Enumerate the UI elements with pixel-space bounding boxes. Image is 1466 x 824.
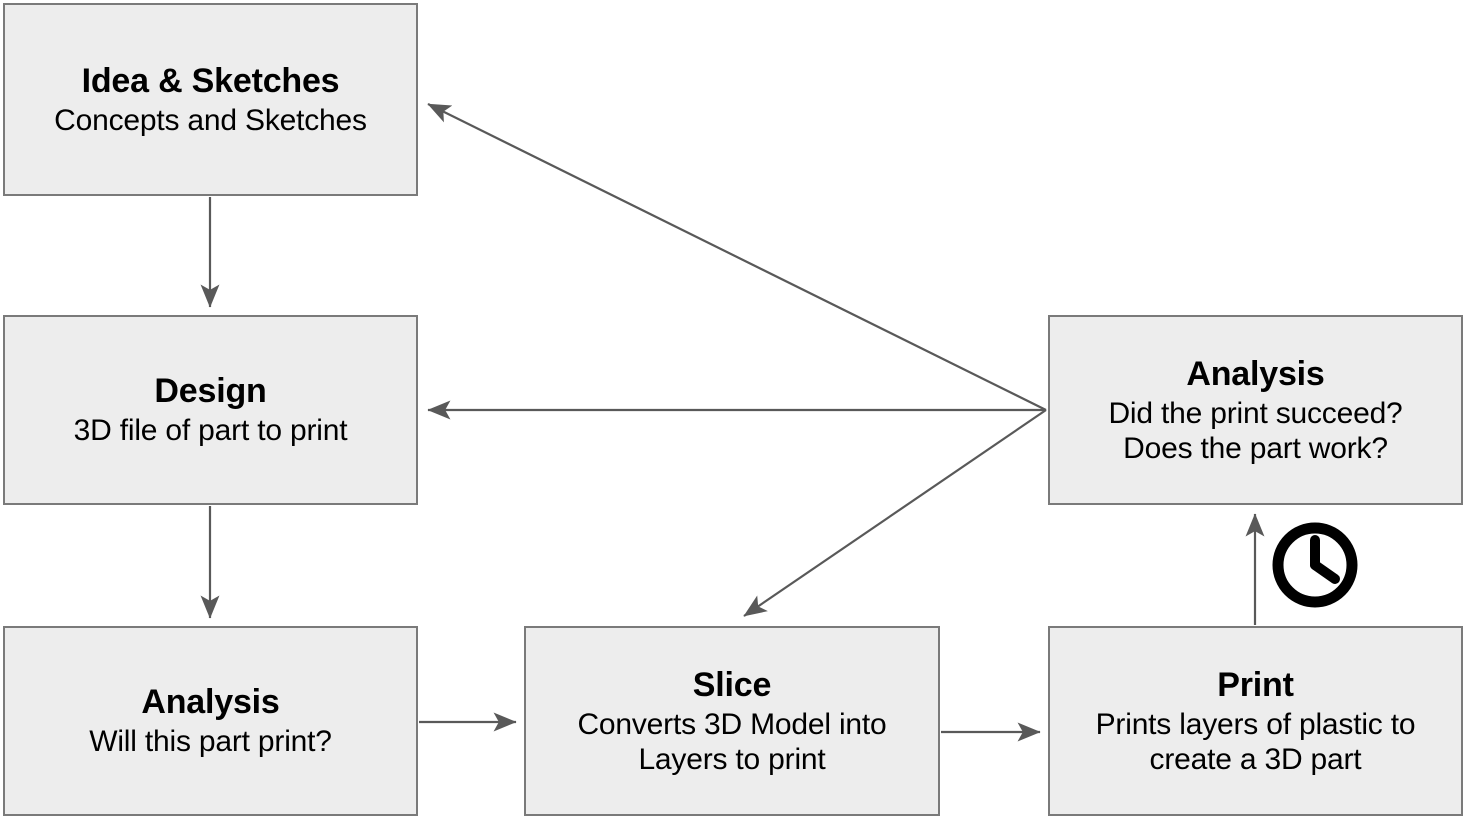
- node-subtitle: Did the print succeed? Does the part wor…: [1108, 396, 1403, 466]
- node-title: Idea & Sketches: [81, 61, 340, 100]
- node-slice[interactable]: Slice Converts 3D Model into Layers to p…: [524, 626, 940, 816]
- node-print[interactable]: Print Prints layers of plastic to create…: [1048, 626, 1463, 816]
- node-analysis-pre-print[interactable]: Analysis Will this part print?: [3, 626, 418, 816]
- node-title: Slice: [692, 665, 772, 704]
- node-design[interactable]: Design 3D file of part to print: [3, 315, 418, 505]
- node-subtitle: 3D file of part to print: [73, 414, 348, 448]
- edge-analysis-post-to-idea: [427, 103, 1047, 411]
- edge-analysis-post-to-slice: [743, 409, 1047, 617]
- node-subtitle: Concepts and Sketches: [54, 103, 367, 137]
- node-title: Print: [1217, 665, 1294, 704]
- node-idea-and-sketches[interactable]: Idea & Sketches Concepts and Sketches: [3, 3, 418, 196]
- node-subtitle: Converts 3D Model into Layers to print: [577, 707, 887, 777]
- node-title: Design: [154, 372, 267, 411]
- node-analysis-post-print[interactable]: Analysis Did the print succeed? Does the…: [1048, 315, 1463, 505]
- node-title: Analysis: [141, 683, 280, 722]
- node-title: Analysis: [1186, 354, 1325, 393]
- node-subtitle: Prints layers of plastic to create a 3D …: [1095, 707, 1416, 777]
- clock-icon: [1272, 522, 1358, 608]
- node-subtitle: Will this part print?: [89, 725, 332, 759]
